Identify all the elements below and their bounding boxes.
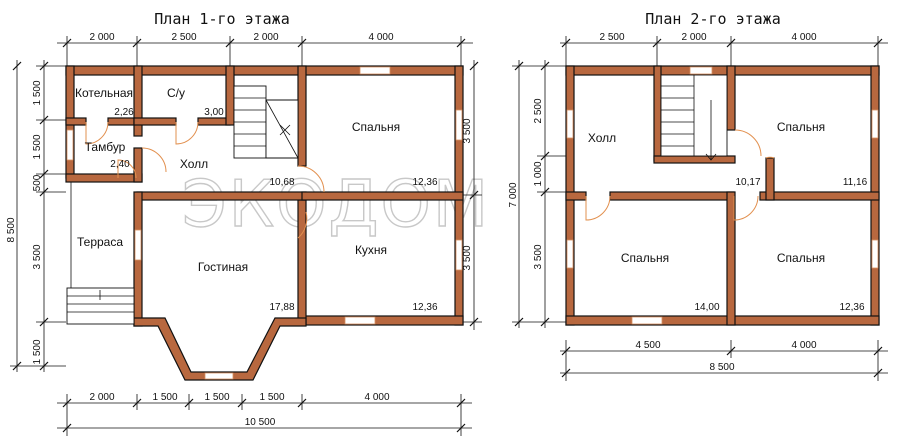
plan1-bottom-dim-5: 4 000	[364, 392, 389, 403]
watermark: ЭКОДОМ	[182, 168, 490, 242]
plan1-room-wc-name: С/у	[167, 86, 185, 100]
plan1-left-total: 8 500	[6, 217, 17, 242]
plan1-top-dim-4: 4 000	[368, 32, 393, 43]
plan1-room-kitchen-name: Кухня	[355, 243, 387, 257]
plan1-top-dim-1: 2 000	[89, 32, 114, 43]
plan1-room-terrace-name: Терраса	[77, 235, 123, 249]
plan1-room-vestibule-name: Тамбур	[85, 140, 126, 154]
plan1-right-dim-2: 3 500	[462, 245, 473, 270]
plan1-top-dimensions: 2 000 2 500 2 000 4 000	[57, 32, 473, 66]
plan1-left-dim-2: 1 500	[32, 134, 43, 159]
plan1-right-dimensions: 3 500 3 500	[462, 60, 482, 330]
plan1-room-bedroom-name: Спальня	[352, 120, 400, 134]
plan1-bottom-dimensions: 2 000 1 500 1 500 1 500 4 000 10 500	[57, 392, 472, 436]
plan1-terrace-steps	[66, 182, 135, 325]
plan1-title: План 1-го этажа	[154, 10, 289, 28]
plan1-bottom-dim-1: 2 000	[89, 392, 114, 403]
plan1-bottom-dim-2: 1 500	[152, 392, 177, 403]
plan1-left-dimensions: 1 500 1 500 500 3 500 1 500 8 500	[6, 60, 66, 372]
plan1-left-dim-4: 3 500	[32, 244, 43, 269]
plan2-room-bedroom-se-name: Спальня	[777, 251, 825, 265]
plan1-room-hall-name: Холл	[180, 157, 208, 171]
plan1-room-boiler-name: Котельная	[75, 86, 133, 100]
plan2-left-dim-1: 2 500	[533, 98, 544, 123]
plan2-left-dimensions: 2 500 1 000 3 500 7 000	[508, 60, 566, 328]
plan2-room-bedroom-se-area: 12,36	[839, 302, 864, 313]
plan2-room-bedroom-sw-area: 14,00	[694, 302, 719, 313]
plan1-stairs	[233, 85, 299, 159]
plan1-windows	[66, 66, 463, 380]
plan2-doors	[585, 129, 775, 221]
plan1-left-dim-3: 500	[32, 174, 43, 191]
plan2-top-dim-3: 4 000	[791, 32, 816, 43]
plan1-room-wc-area: 3,00	[204, 107, 224, 118]
plan1-bottom-total: 10 500	[245, 417, 276, 428]
plan2-bottom-total: 8 500	[709, 362, 734, 373]
plan1-room-living-name: Гостиная	[198, 260, 248, 274]
plan1-right-dim-1: 3 500	[462, 118, 473, 143]
plan1-left-dim-5: 1 500	[32, 339, 43, 364]
plan1-doors	[85, 121, 325, 239]
plan2-title: План 2-го этажа	[645, 10, 780, 28]
plan2-stairs	[660, 74, 728, 161]
plan2-left-dim-2: 1 000	[533, 161, 544, 186]
plan1-room-hall-area: 10,68	[269, 177, 294, 188]
plan2-bottom-dim-2: 4 000	[791, 340, 816, 351]
plan2-top-dim-1: 2 500	[599, 32, 624, 43]
plan1-top-dim-3: 2 000	[253, 32, 278, 43]
plan2-room-hall-name: Холл	[588, 131, 616, 145]
plan2-left-dim-3: 3 500	[533, 244, 544, 269]
plan2-room-bedroom-sw-name: Спальня	[621, 251, 669, 265]
plan2-windows	[566, 66, 879, 325]
plan1-left-dim-1: 1 500	[32, 80, 43, 105]
plan2-room-hall-area: 10,17	[735, 177, 760, 188]
plan2-room-bedroom-ne-area: 11,16	[843, 177, 868, 188]
plan1-room-vestibule-area: 2,40	[110, 159, 130, 170]
plan1-room-bedroom-area: 12,36	[412, 177, 437, 188]
plan2-bottom-dimensions: 4 500 4 000 8 500	[560, 340, 888, 381]
plan1-room-kitchen-area: 12,36	[412, 302, 437, 313]
plan2-left-total: 7 000	[508, 182, 519, 207]
plan1-top-dim-2: 2 500	[171, 32, 196, 43]
plan1-walls	[65, 65, 464, 381]
plan1-bottom-dim-4: 1 500	[259, 392, 284, 403]
plan1-bottom-dim-3: 1 500	[204, 392, 229, 403]
plan1-room-boiler-area: 2,26	[114, 107, 134, 118]
plan1-room-living-area: 17,88	[269, 302, 294, 313]
plan2-top-dimensions: 2 500 2 000 4 000	[560, 32, 888, 66]
plan2-room-bedroom-ne-name: Спальня	[777, 120, 825, 134]
plan2-bottom-dim-1: 4 500	[635, 340, 660, 351]
plan2-top-dim-2: 2 000	[681, 32, 706, 43]
plan2-walls	[565, 65, 880, 326]
